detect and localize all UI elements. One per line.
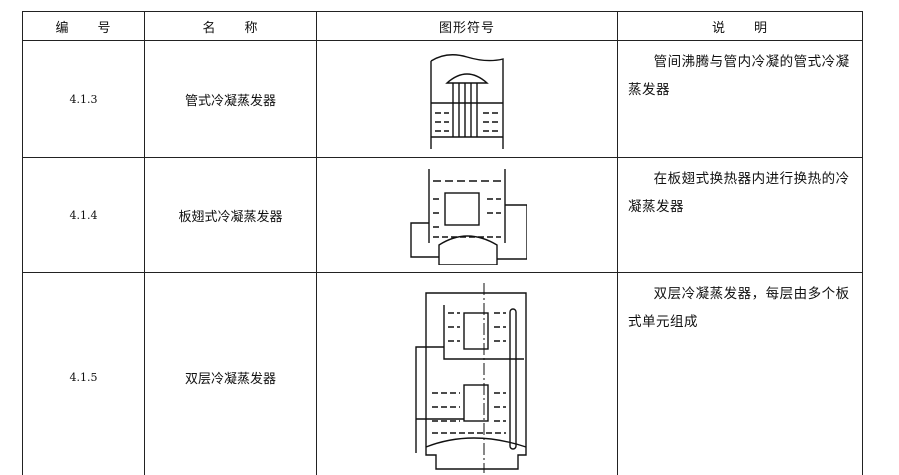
row-number: 4.1.3 [22, 40, 145, 158]
header-number: 编 号 [22, 11, 145, 41]
row-description: 双层冷凝蒸发器，每层由多个板式单元组成 [617, 272, 863, 475]
table-row: 4.1.5 双层冷凝蒸发器 双层冷凝蒸发器，每层由多个板式单元组成 [22, 272, 863, 475]
header-name: 名 称 [144, 11, 317, 41]
table-header-row: 编 号 名 称 图形符号 说 明 [22, 11, 863, 41]
row-name: 双层冷凝蒸发器 [144, 272, 317, 475]
header-description: 说 明 [617, 11, 863, 41]
table-row: 4.1.4 板翅式冷凝蒸发器 在板翅式换热器内进行换热的冷凝蒸发器 [22, 157, 863, 273]
row-name: 管式冷凝蒸发器 [144, 40, 317, 158]
plate-fin-condenser-evaporator-symbol [316, 157, 618, 273]
symbol-table: 编 号 名 称 图形符号 说 明 4.1.3 管式冷凝蒸发器 管间沸腾与管内冷凝… [22, 11, 863, 475]
row-number: 4.1.4 [22, 157, 145, 273]
row-description: 在板翅式换热器内进行换热的冷凝蒸发器 [617, 157, 863, 273]
row-number: 4.1.5 [22, 272, 145, 475]
tube-condenser-evaporator-symbol [316, 40, 618, 158]
double-layer-condenser-evaporator-symbol [316, 272, 618, 475]
header-symbol: 图形符号 [316, 11, 618, 41]
row-name: 板翅式冷凝蒸发器 [144, 157, 317, 273]
table-row: 4.1.3 管式冷凝蒸发器 管间沸腾与管内冷凝的管式冷凝蒸发器 [22, 40, 863, 158]
row-description: 管间沸腾与管内冷凝的管式冷凝蒸发器 [617, 40, 863, 158]
